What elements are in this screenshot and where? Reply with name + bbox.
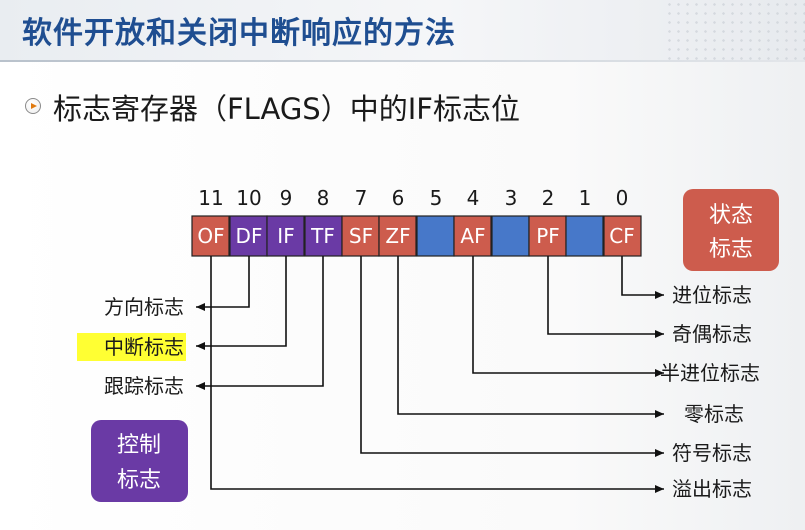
connector-af — [472, 256, 664, 377]
bit-cell-label: OF — [197, 224, 224, 248]
bit-number-row: 11 10 9 8 7 6 5 4 3 2 1 0 — [198, 186, 628, 210]
connector-cf — [621, 256, 664, 299]
flag-label-aux-carry: 半进位标志 — [660, 361, 760, 385]
status-flag-badge: 状态 标志 — [683, 189, 779, 271]
connector-if — [196, 256, 287, 350]
flag-label-interrupt: 中断标志 — [104, 335, 184, 359]
left-connectors — [196, 256, 324, 390]
bit-number: 11 — [198, 186, 223, 210]
bit-cell-sf — [341, 215, 380, 257]
bit-number: 7 — [355, 186, 368, 210]
right-flag-labels: 进位标志 奇偶标志 半进位标志 零标志 符号标志 溢出标志 — [660, 283, 760, 501]
bit-cell-reserved — [491, 215, 530, 257]
connector-tf — [196, 256, 324, 390]
flag-label-direction: 方向标志 — [104, 295, 184, 319]
bit-cell-label: PF — [536, 224, 560, 248]
bit-number: 1 — [579, 186, 592, 210]
register-cells: OF DF IF TF SF ZF AF PF CF — [191, 215, 642, 257]
bit-cell-reserved — [416, 215, 455, 257]
bit-cell-label: TF — [310, 224, 335, 248]
status-badge-box — [683, 189, 779, 271]
bit-cell-label: SF — [349, 224, 373, 248]
status-badge-line: 标志 — [709, 237, 753, 262]
connector-pf — [547, 256, 664, 338]
bit-cell-reserved — [565, 215, 604, 257]
control-flag-badge: 控制 标志 — [91, 420, 188, 502]
slide-subtitle: 标志寄存器（FLAGS）中的IF标志位 — [53, 92, 520, 126]
bit-number: 8 — [317, 186, 330, 210]
bit-cell-label: CF — [609, 224, 634, 248]
connector-df — [196, 256, 250, 311]
bit-cell-label: AF — [460, 224, 485, 248]
flag-label-parity: 奇偶标志 — [672, 322, 752, 346]
bit-cell-tf — [304, 215, 343, 257]
bit-number: 6 — [392, 186, 405, 210]
flag-label-sign: 符号标志 — [672, 441, 752, 465]
control-badge-line: 标志 — [117, 468, 161, 493]
bit-number: 3 — [505, 186, 518, 210]
flag-label-trace: 跟踪标志 — [104, 374, 184, 398]
bit-cell-if — [266, 215, 305, 257]
flag-label-zero: 零标志 — [684, 402, 744, 426]
play-circle-icon — [25, 98, 41, 114]
decorative-dot-pattern — [665, 0, 805, 62]
bit-number: 9 — [280, 186, 293, 210]
bit-cell-label: IF — [277, 224, 294, 248]
connector-zf — [397, 256, 664, 418]
left-flag-labels: 方向标志 中断标志 跟踪标志 — [104, 295, 184, 398]
status-badge-line: 状态 — [709, 203, 753, 228]
bit-cell-pf — [528, 215, 567, 257]
bit-number: 5 — [430, 186, 443, 210]
right-connectors — [210, 256, 664, 493]
bit-cell-label: DF — [236, 224, 263, 248]
bit-number: 0 — [616, 186, 629, 210]
bit-cell-af — [453, 215, 492, 257]
flag-label-overflow: 溢出标志 — [672, 477, 752, 501]
connector-sf — [360, 256, 664, 457]
bit-number: 2 — [542, 186, 555, 210]
bit-cell-df — [229, 215, 268, 257]
connector-of — [210, 256, 664, 493]
bit-number: 10 — [236, 186, 261, 210]
flag-label-carry: 进位标志 — [672, 283, 752, 307]
bit-number: 4 — [467, 186, 480, 210]
bit-cell-label: ZF — [385, 224, 410, 248]
title-divider — [0, 60, 805, 62]
control-badge-line: 控制 — [117, 433, 161, 458]
interrupt-flag-highlight — [77, 333, 186, 361]
control-badge-box — [91, 420, 188, 502]
slide-title: 软件开放和关闭中断响应的方法 — [22, 16, 456, 51]
